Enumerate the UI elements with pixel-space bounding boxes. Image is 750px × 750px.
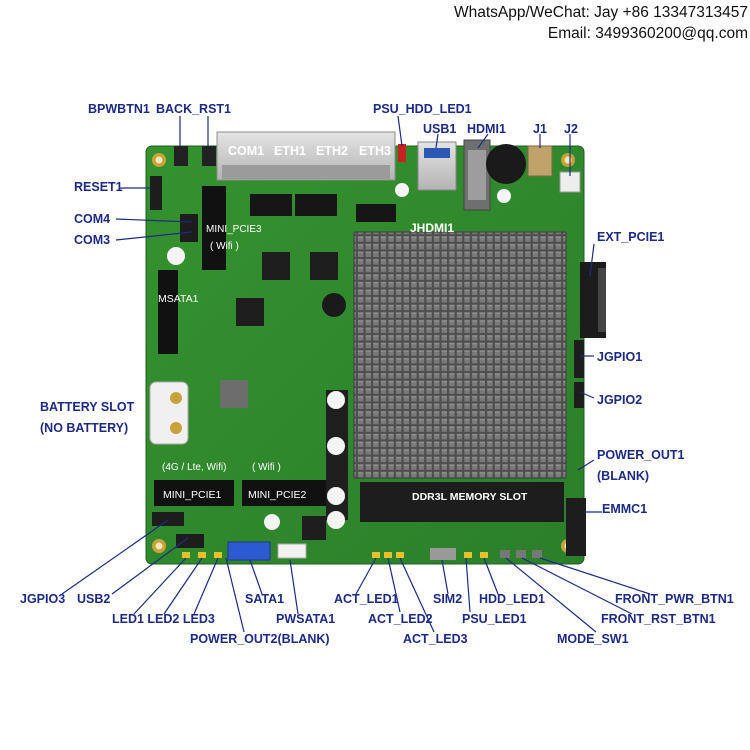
label-emmc1: EMMC1	[602, 502, 648, 516]
board-wifi: ( Wifi )	[210, 241, 239, 252]
board-eth3: ETH3	[359, 144, 391, 158]
board-jhdmi1: JHDMI1	[410, 221, 455, 235]
label-power-out1: POWER_OUT1	[597, 448, 685, 462]
board-wifi2: ( Wifi )	[252, 462, 281, 473]
label-j1: J1	[533, 122, 547, 136]
heatsink	[353, 231, 567, 479]
jgpio3-part	[152, 512, 184, 526]
sata1-part	[227, 541, 271, 561]
label-pwsata1: PWSATA1	[276, 612, 336, 626]
label-act-led2: ACT_LED2	[368, 612, 433, 626]
board-eth1: ETH1	[274, 144, 306, 158]
mini-pcie2-slot	[242, 480, 326, 506]
bpwbtn1-part	[174, 146, 188, 166]
leader-lines	[61, 115, 651, 633]
sim2-part	[430, 548, 456, 560]
psu-hdd-led1-part	[398, 144, 406, 162]
ddr3l-slot	[360, 482, 564, 522]
label-front-pwr-btn1: FRONT_PWR_BTN1	[615, 592, 734, 606]
label-led-row: LED1 LED2 LED3	[112, 612, 215, 626]
label-hdmi1: HDMI1	[467, 122, 506, 136]
back-rst1-part	[202, 146, 216, 166]
msata1-slot	[158, 270, 178, 354]
label-usb2: USB2	[77, 592, 111, 606]
label-hdd-led1: HDD_LED1	[479, 592, 545, 606]
label-no-battery: (NO BATTERY)	[40, 421, 129, 435]
com4-part	[180, 214, 198, 242]
label-jgpio1: JGPIO1	[597, 350, 643, 364]
dc-jack	[486, 144, 526, 184]
board-mini-pcie2: MINI_PCIE2	[248, 489, 307, 501]
label-j2: J2	[564, 122, 578, 136]
label-com3: COM3	[74, 233, 111, 247]
label-mode-sw1: MODE_SW1	[557, 632, 629, 646]
board-msata1: MSATA1	[158, 293, 199, 305]
board-mini-pcie1: MINI_PCIE1	[163, 489, 222, 501]
label-jgpio2: JGPIO2	[597, 393, 643, 407]
pwsata1-part	[277, 543, 307, 559]
usb2-part	[176, 534, 204, 548]
contact-email: Email: 3499360200@qq.com	[547, 25, 748, 42]
label-com4: COM4	[74, 212, 111, 226]
mini-pcie3-slot	[202, 186, 226, 270]
jgpio2-part	[574, 382, 584, 408]
label-act-led3: ACT_LED3	[403, 632, 468, 646]
label-reset1: RESET1	[74, 180, 123, 194]
label-power-out2: POWER_OUT2(BLANK)	[190, 632, 330, 646]
label-blank: (BLANK)	[597, 469, 650, 483]
jgpio1-part	[574, 340, 584, 378]
label-usb1: USB1	[423, 122, 457, 136]
label-sata1: SATA1	[245, 592, 285, 606]
board-ddr3l-slot: DDR3L MEMORY SLOT	[412, 491, 528, 503]
label-bpwbtn1: BPWBTN1	[88, 102, 150, 116]
label-psu-hdd-led1: PSU_HDD_LED1	[373, 102, 472, 116]
label-battery-slot: BATTERY SLOT	[40, 400, 135, 414]
label-psu-led1: PSU_LED1	[462, 612, 527, 626]
label-ext-pcie1: EXT_PCIE1	[597, 230, 665, 244]
contact-whatsapp: WhatsApp/WeChat: Jay +86 13347313457	[454, 4, 748, 21]
label-act-led1: ACT_LED1	[334, 592, 399, 606]
mini-pcie1-slot	[154, 480, 234, 506]
label-front-rst-btn1: FRONT_RST_BTN1	[601, 612, 716, 626]
label-back-rst1: BACK_RST1	[156, 102, 232, 116]
board-eth2: ETH2	[316, 144, 348, 158]
j1-part	[527, 145, 553, 177]
battery-holder	[149, 381, 189, 445]
reset1-part	[150, 176, 162, 210]
label-jgpio3: JGPIO3	[20, 592, 66, 606]
board-mini-pcie3: MINI_PCIE3	[206, 224, 262, 235]
bottom-leds	[182, 552, 488, 558]
emmc1-part	[566, 498, 586, 556]
board-com1: COM1	[228, 144, 265, 158]
board-lte-wifi: (4G / Lte, Wifi)	[162, 462, 227, 473]
label-sim2: SIM2	[433, 592, 463, 606]
